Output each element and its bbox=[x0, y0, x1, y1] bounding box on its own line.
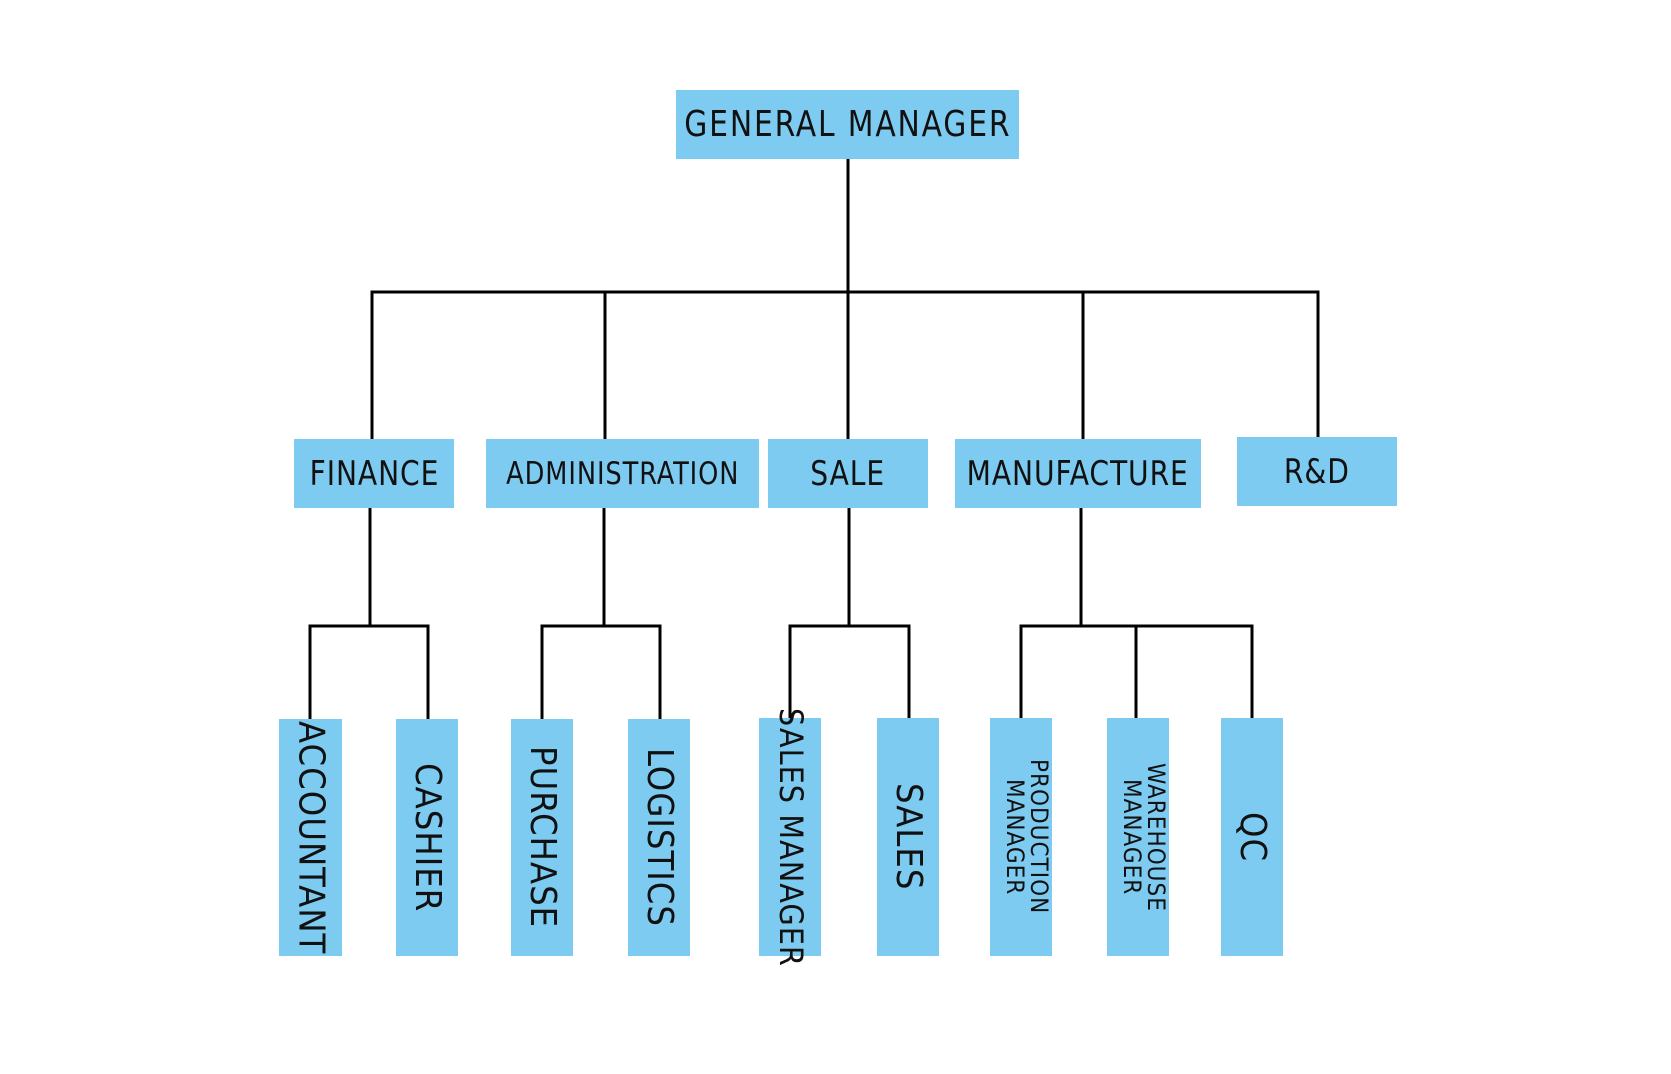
sale-label: SALE bbox=[810, 453, 886, 494]
sales-box: SALES bbox=[877, 718, 939, 956]
warehouse-manager-box: WAREHOUSE MANAGER bbox=[1107, 718, 1170, 956]
general-manager-label: GENERAL MANAGER bbox=[683, 104, 1012, 145]
administration-box: ADMINISTRATION bbox=[486, 439, 759, 508]
warehouse-manager-label: WAREHOUSE MANAGER bbox=[1118, 762, 1170, 912]
general-manager-box: GENERAL MANAGER bbox=[676, 90, 1019, 159]
purchase-label: PURCHASE bbox=[521, 746, 563, 929]
sales-label: SALES bbox=[887, 783, 929, 891]
finance-box: FINANCE bbox=[294, 439, 454, 508]
production-manager-label: PRODUCTION MANAGER bbox=[1001, 759, 1053, 915]
rnd-box: R&D bbox=[1237, 437, 1397, 506]
qc-box: QC bbox=[1221, 718, 1283, 956]
accountant-label: ACCOUNTANT bbox=[290, 720, 332, 955]
manufacture-label: MANUFACTURE bbox=[966, 453, 1190, 494]
cashier-box: CASHIER bbox=[396, 719, 458, 956]
administration-label: ADMINISTRATION bbox=[505, 455, 740, 492]
qc-label: QC bbox=[1231, 811, 1273, 863]
logistics-box: LOGISTICS bbox=[628, 719, 690, 956]
sales-manager-box: SALES MANAGER bbox=[759, 708, 821, 966]
sale-box: SALE bbox=[768, 439, 928, 508]
sales-manager-label: SALES MANAGER bbox=[771, 707, 810, 967]
accountant-box: ACCOUNTANT bbox=[279, 719, 342, 956]
cashier-label: CASHIER bbox=[406, 762, 448, 913]
logistics-label: LOGISTICS bbox=[638, 748, 680, 927]
rnd-label: R&D bbox=[1284, 451, 1350, 492]
manufacture-box: MANUFACTURE bbox=[955, 439, 1201, 508]
production-manager-box: PRODUCTION MANAGER bbox=[990, 718, 1053, 956]
finance-label: FINANCE bbox=[309, 453, 439, 494]
purchase-box: PURCHASE bbox=[511, 719, 573, 956]
